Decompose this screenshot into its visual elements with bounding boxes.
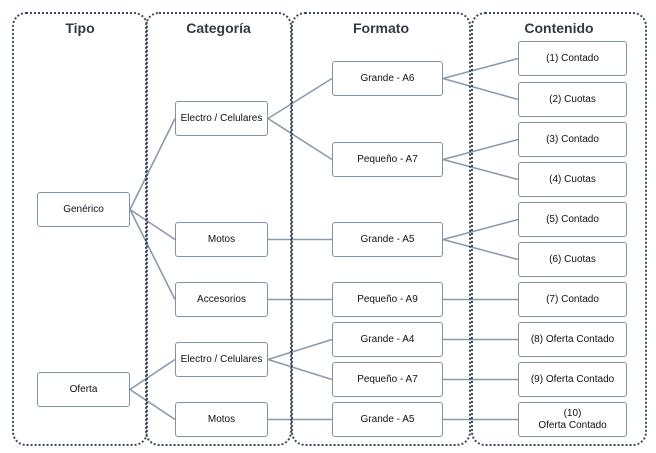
node-tipo-generico: Genérico (37, 192, 130, 227)
connector-f3-k6 (442, 238, 519, 261)
connector-f2-k4 (442, 158, 519, 181)
connector-c4-f6 (267, 358, 333, 381)
connector-f1-k1 (442, 57, 519, 80)
connector-f3-k5 (442, 218, 519, 241)
node-contenido-4: (4) Cuotas (518, 162, 627, 197)
connector-f2-k3 (442, 138, 519, 161)
lane-title-tipo: Tipo (65, 20, 95, 36)
connector-c4-f5 (267, 338, 333, 361)
lane-tipo (12, 12, 148, 446)
connector-t1-c1 (129, 118, 176, 210)
node-categoria-motos: Motos (175, 222, 268, 257)
connector-f1-k2 (442, 77, 519, 101)
node-contenido-10: (10) Oferta Contado (518, 402, 627, 437)
lane-contenido (471, 12, 647, 446)
node-contenido-7: (7) Contado (518, 282, 627, 317)
node-formato-grande-a5: Grande - A5 (332, 222, 443, 257)
node-formato-pequeno-a7: Pequeño - A7 (332, 142, 443, 177)
node-formato-pequeno-a7-oferta: Pequeño - A7 (332, 362, 443, 397)
connector-c1-f2 (267, 117, 333, 161)
connector-t1-c2 (129, 208, 176, 241)
node-contenido-9: (9) Oferta Contado (518, 362, 627, 397)
node-categoria-motos-oferta: Motos (175, 402, 268, 437)
node-categoria-accesorios: Accesorios (175, 282, 268, 317)
lane-title-contenido: Contenido (524, 20, 594, 36)
lane-title-categoria: Categoría (186, 20, 251, 36)
node-formato-grande-a6: Grande - A6 (332, 61, 443, 96)
lane-formato (291, 12, 471, 446)
node-tipo-oferta: Oferta (37, 372, 130, 407)
node-formato-grande-a4: Grande - A4 (332, 322, 443, 357)
connector-t1-c3 (129, 209, 176, 300)
connector-t2-c5 (129, 388, 176, 421)
connector-c1-f1 (267, 77, 333, 120)
node-contenido-8: (8) Oferta Contado (518, 322, 627, 357)
node-contenido-3: (3) Contado (518, 122, 627, 157)
node-formato-grande-a5-oferta: Grande - A5 (332, 402, 443, 437)
node-contenido-6: (6) Cuotas (518, 242, 627, 277)
node-formato-pequeno-a9: Pequeño - A9 (332, 282, 443, 317)
node-contenido-1: (1) Contado (518, 41, 627, 76)
node-contenido-5: (5) Contado (518, 202, 627, 237)
node-categoria-electro-celulares: Electro / Celulares (175, 101, 268, 136)
connector-t2-c4 (129, 358, 176, 391)
node-categoria-electro-celulares-oferta: Electro / Celulares (175, 342, 268, 377)
lane-title-formato: Formato (353, 20, 409, 36)
node-contenido-2: (2) Cuotas (518, 82, 627, 117)
